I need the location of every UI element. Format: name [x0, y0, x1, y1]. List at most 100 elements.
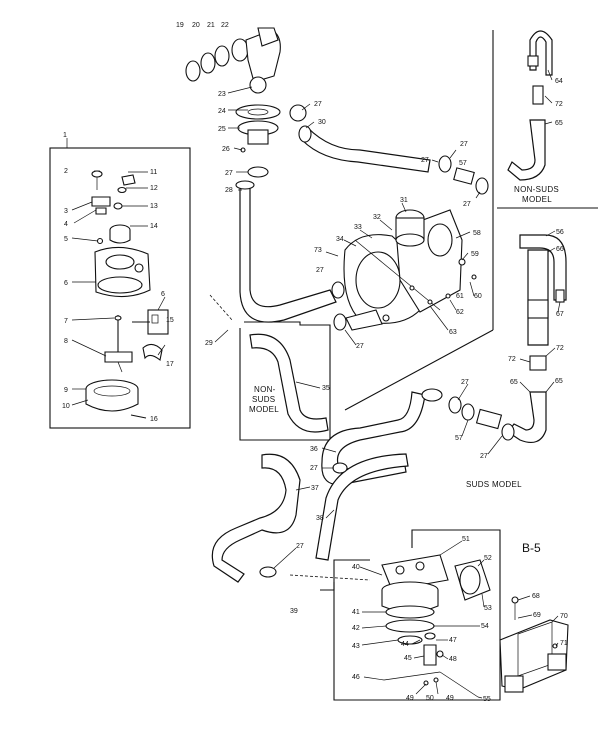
label-6-b: 6	[161, 291, 165, 298]
label-29: 29	[205, 340, 213, 347]
leader-lines	[71, 69, 561, 699]
label-65-a: 65	[555, 120, 563, 127]
label-27-h: 27	[480, 453, 488, 460]
label-52: 52	[484, 555, 492, 562]
label-53: 53	[484, 605, 492, 612]
label-72-a: 72	[555, 101, 563, 108]
label-64: 64	[555, 78, 563, 85]
label-39: 39	[290, 608, 298, 615]
label-9: 9	[64, 387, 68, 394]
pump-assembly	[331, 209, 477, 331]
label-63: 63	[449, 329, 457, 336]
label-32: 32	[373, 214, 381, 221]
label-46: 46	[352, 674, 360, 681]
label-57-a: 57	[459, 160, 467, 167]
label-7: 7	[64, 318, 68, 325]
label-37: 37	[311, 485, 319, 492]
label-61: 61	[456, 293, 464, 300]
label-31: 31	[400, 197, 408, 204]
label-33: 33	[354, 224, 362, 231]
label-68: 68	[532, 593, 540, 600]
label-66: 66	[556, 246, 564, 253]
label-27-a: 27	[314, 101, 322, 108]
label-4: 4	[64, 221, 68, 228]
label-12: 12	[150, 185, 158, 192]
label-54: 54	[481, 623, 489, 630]
label-27-b: 27	[225, 170, 233, 177]
label-27-e: 27	[316, 267, 324, 274]
label-43: 43	[352, 643, 360, 650]
label-17: 17	[166, 361, 174, 368]
label-27-i: 27	[310, 465, 318, 472]
bottom-pump-group	[320, 529, 501, 701]
label-15: 15	[166, 317, 174, 324]
label-30: 30	[318, 119, 326, 126]
hoses	[211, 30, 567, 583]
label-27-j: 27	[296, 543, 304, 550]
label-13: 13	[150, 203, 158, 210]
label-71: 71	[560, 640, 568, 647]
label-40: 40	[352, 564, 360, 571]
label-35: 35	[322, 385, 330, 392]
label-50: 50	[426, 695, 434, 702]
label-11: 11	[150, 169, 157, 176]
label-51: 51	[462, 536, 470, 543]
label-16: 16	[150, 416, 158, 423]
top-connector-stack	[185, 27, 307, 178]
label-24: 24	[218, 108, 226, 115]
label-36: 36	[310, 446, 318, 453]
label-21: 21	[207, 22, 215, 29]
label-65-b: 65	[510, 379, 518, 386]
label-45: 45	[404, 655, 412, 662]
label-72-b: 72	[508, 356, 516, 363]
label-69: 69	[533, 612, 541, 619]
label-14: 14	[150, 223, 158, 230]
label-49-b: 49	[446, 695, 454, 702]
label-62: 62	[456, 309, 464, 316]
label-60: 60	[474, 293, 482, 300]
label-27-d: 27	[463, 201, 471, 208]
label-27-c: 27	[421, 157, 429, 164]
label-27-g: 27	[461, 379, 469, 386]
suds-model-label: SUDS MODEL	[466, 480, 522, 489]
label-70: 70	[560, 613, 568, 620]
label-20: 20	[192, 22, 200, 29]
suds-label-mid: SUDS	[252, 395, 275, 404]
label-41: 41	[352, 609, 360, 616]
label-19: 19	[176, 22, 184, 29]
label-5: 5	[64, 236, 68, 243]
label-58: 58	[473, 230, 481, 237]
label-42: 42	[352, 625, 360, 632]
label-44: 44	[401, 641, 409, 648]
label-55: 55	[483, 696, 491, 703]
label-57-b: 57	[455, 435, 463, 442]
label-8: 8	[64, 338, 68, 345]
mounting-bracket	[499, 596, 569, 693]
label-25: 25	[218, 126, 226, 133]
label-26: 26	[222, 146, 230, 153]
label-49: 49	[406, 695, 414, 702]
label-65-c: 65	[555, 378, 563, 385]
label-73: 73	[314, 247, 322, 254]
left-part-group: 1	[49, 132, 191, 429]
label-28: 28	[225, 187, 233, 194]
label-3: 3	[64, 208, 68, 215]
label-38: 38	[316, 515, 324, 522]
group-number: 1	[63, 132, 67, 139]
model-label-top: MODEL	[522, 195, 552, 204]
label-47: 47	[449, 637, 457, 644]
label-10: 10	[62, 403, 70, 410]
label-2: 2	[64, 168, 68, 175]
part-labels: 19 20 21 22 23 24 25 26 27 30 27 28 27 2…	[62, 22, 568, 703]
label-23: 23	[218, 91, 226, 98]
label-67: 67	[556, 311, 564, 318]
label-6: 6	[64, 280, 68, 287]
label-59: 59	[471, 251, 479, 258]
figure-reference: B-5	[522, 541, 541, 555]
label-72-c: 72	[556, 345, 564, 352]
model-label-mid: MODEL	[249, 405, 279, 414]
label-27-f: 27	[356, 343, 364, 350]
label-27-top: 27	[460, 141, 468, 148]
label-34: 34	[336, 236, 344, 243]
